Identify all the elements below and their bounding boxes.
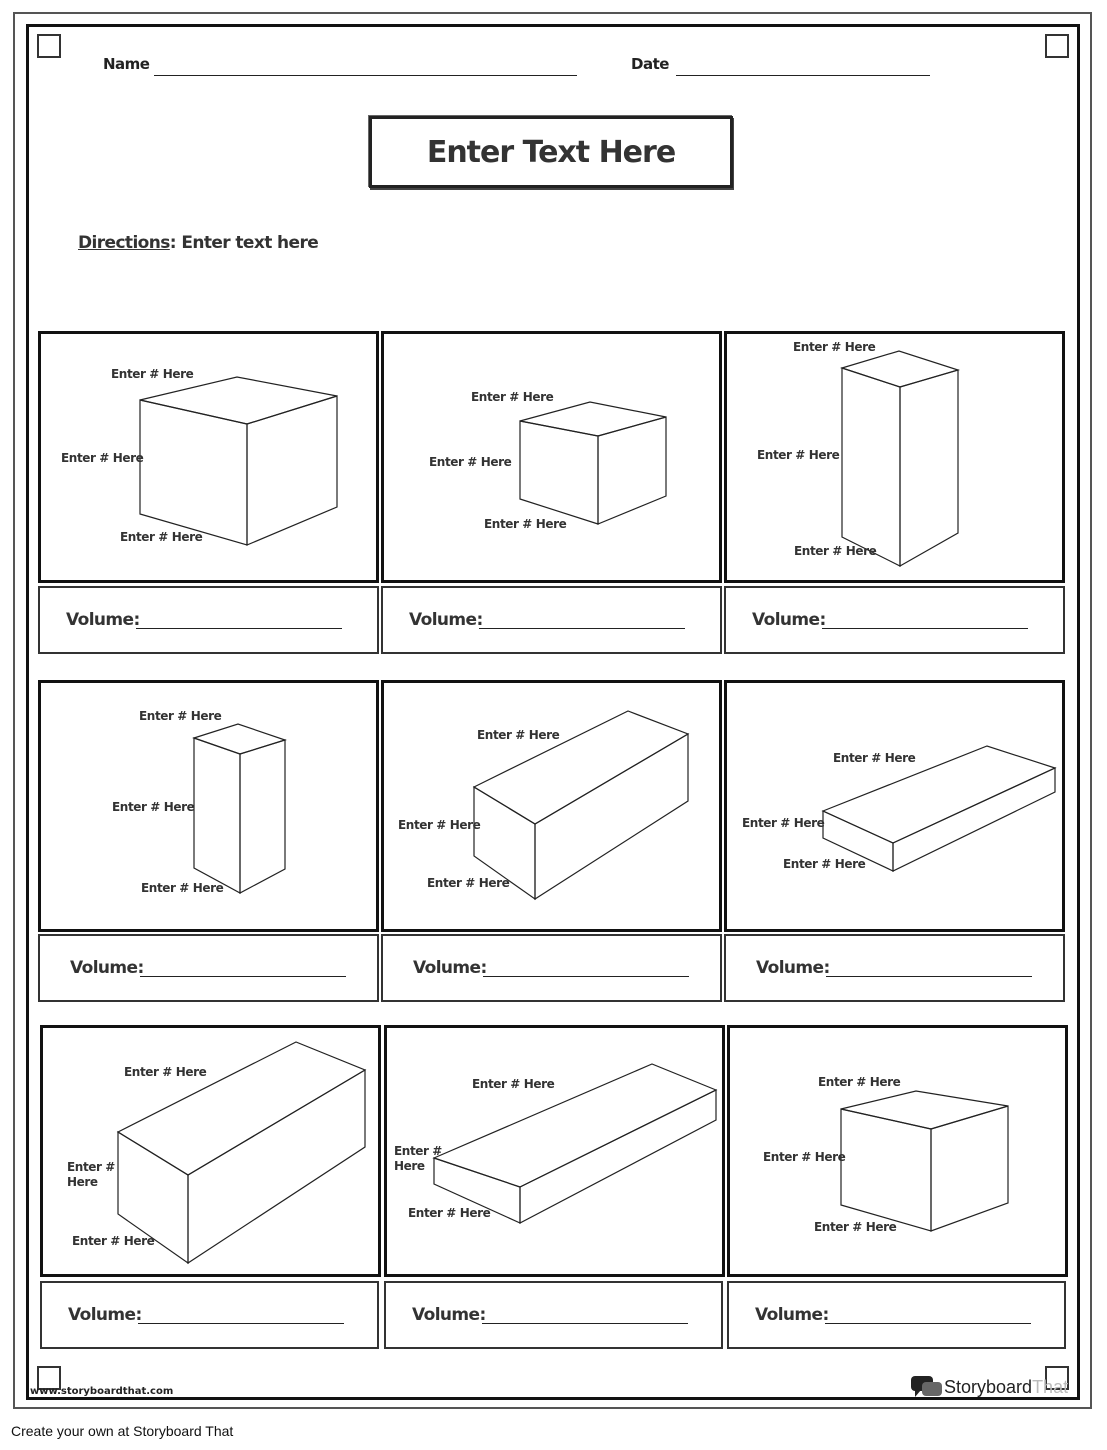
- name-label: Name: [103, 55, 150, 73]
- rectangular-prism-6: [821, 745, 1057, 872]
- dimension-label[interactable]: Enter # Here: [139, 709, 222, 723]
- volume-box-9[interactable]: Volume:: [727, 1281, 1066, 1349]
- rectangular-prism-3: [839, 350, 961, 568]
- brand-suffix: That: [1032, 1376, 1069, 1397]
- volume-box-8[interactable]: Volume:: [384, 1281, 723, 1349]
- volume-answer-line[interactable]: [479, 628, 685, 629]
- volume-answer-line[interactable]: [138, 1323, 344, 1324]
- volume-answer-line[interactable]: [140, 976, 346, 977]
- dimension-label[interactable]: Enter # Here: [429, 455, 512, 469]
- volume-answer-line[interactable]: [825, 1323, 1031, 1324]
- corner-box-bottom-right: [1045, 1366, 1069, 1390]
- volume-answer-line[interactable]: [822, 628, 1028, 629]
- rectangular-prism-2: [519, 401, 667, 525]
- dimension-label[interactable]: Enter # Here: [120, 530, 203, 544]
- corner-box-top-left: [37, 34, 61, 58]
- dimension-label[interactable]: Enter # Here: [757, 448, 840, 462]
- dimension-label[interactable]: Enter # Here: [472, 1077, 555, 1091]
- page-inner-border: [26, 24, 1080, 1400]
- dimension-label[interactable]: Enter # Here: [72, 1234, 155, 1248]
- dimension-label[interactable]: Enter # Here: [794, 544, 877, 558]
- volume-label: Volume:: [756, 958, 830, 978]
- shape-cell-6: Enter # Here Enter # Here Enter # Here: [724, 680, 1065, 932]
- volume-box-3[interactable]: Volume:: [724, 586, 1065, 654]
- volume-label: Volume:: [409, 610, 483, 630]
- directions: Directions: Enter text here: [78, 233, 319, 253]
- dimension-label[interactable]: Enter # Here: [742, 816, 825, 830]
- directions-text: : Enter text here: [169, 233, 319, 253]
- volume-box-2[interactable]: Volume:: [381, 586, 722, 654]
- page-outer-border: [13, 12, 1092, 1409]
- brand-main: Storyboard: [944, 1376, 1033, 1397]
- name-field-line[interactable]: [154, 75, 577, 76]
- dimension-label[interactable]: Enter # Here: [112, 800, 195, 814]
- rectangular-prism-1: [139, 376, 338, 546]
- volume-label: Volume:: [755, 1305, 829, 1325]
- date-field-line[interactable]: [676, 75, 930, 76]
- volume-box-4[interactable]: Volume:: [38, 934, 379, 1002]
- corner-box-top-right: [1045, 34, 1069, 58]
- title-box[interactable]: Enter Text Here: [369, 116, 733, 188]
- dimension-label[interactable]: Enter # Here: [141, 881, 224, 895]
- dimension-label[interactable]: Enter # Here: [484, 517, 567, 531]
- shape-cell-3: Enter # Here Enter # Here Enter # Here: [724, 331, 1065, 583]
- shape-cell-5: Enter # Here Enter # Here Enter # Here: [381, 680, 722, 932]
- volume-box-5[interactable]: Volume:: [381, 934, 722, 1002]
- dimension-label[interactable]: Enter # Here: [783, 857, 866, 871]
- dimension-label[interactable]: Enter # Here: [61, 451, 144, 465]
- dimension-label[interactable]: Enter # Here: [833, 751, 916, 765]
- rectangular-prism-4: [192, 723, 287, 895]
- credit-text[interactable]: Create your own at Storyboard That: [11, 1423, 234, 1439]
- shape-cell-9: Enter # Here Enter # Here Enter # Here: [727, 1025, 1068, 1277]
- volume-answer-line[interactable]: [826, 976, 1032, 977]
- speech-bubble-icon: [911, 1376, 942, 1397]
- corner-box-bottom-left: [37, 1366, 61, 1390]
- dimension-label[interactable]: Enter # Here: [394, 1144, 442, 1173]
- volume-answer-line[interactable]: [483, 976, 689, 977]
- dimension-label[interactable]: Enter # Here: [763, 1150, 846, 1164]
- dimension-label[interactable]: Enter # Here: [814, 1220, 897, 1234]
- shape-cell-1: Enter # Here Enter # Here Enter # Here: [38, 331, 379, 583]
- dimension-label[interactable]: Enter # Here: [427, 876, 510, 890]
- dimension-label[interactable]: Enter # Here: [111, 367, 194, 381]
- volume-answer-line[interactable]: [482, 1323, 688, 1324]
- dimension-label[interactable]: Enter # Here: [818, 1075, 901, 1089]
- volume-box-7[interactable]: Volume:: [40, 1281, 379, 1349]
- dimension-label[interactable]: Enter # Here: [398, 818, 481, 832]
- volume-box-6[interactable]: Volume:: [724, 934, 1065, 1002]
- rectangular-prism-5: [472, 710, 690, 901]
- dimension-label[interactable]: Enter # Here: [408, 1206, 491, 1220]
- dimension-label[interactable]: Enter # Here: [477, 728, 560, 742]
- dimension-label[interactable]: Enter # Here: [793, 340, 876, 354]
- volume-answer-line[interactable]: [136, 628, 342, 629]
- volume-label: Volume:: [412, 1305, 486, 1325]
- volume-label: Volume:: [66, 610, 140, 630]
- volume-label: Volume:: [413, 958, 487, 978]
- dimension-label[interactable]: Enter # Here: [67, 1160, 115, 1189]
- volume-box-1[interactable]: Volume:: [38, 586, 379, 654]
- directions-label: Directions: [78, 233, 170, 253]
- shape-cell-7: Enter # Here Enter # Here Enter # Here: [40, 1025, 381, 1277]
- date-label: Date: [631, 55, 669, 73]
- rectangular-prism-7: [116, 1041, 367, 1265]
- dimension-label[interactable]: Enter # Here: [124, 1065, 207, 1079]
- shape-cell-2: Enter # Here Enter # Here Enter # Here: [381, 331, 722, 583]
- rectangular-prism-9: [840, 1090, 1009, 1232]
- worksheet-title: Enter Text Here: [426, 134, 676, 170]
- storyboardthat-logo[interactable]: StoryboardThat: [910, 1374, 1068, 1400]
- volume-label: Volume:: [68, 1305, 142, 1325]
- rectangular-prism-8: [432, 1063, 718, 1224]
- volume-label: Volume:: [70, 958, 144, 978]
- shape-cell-4: Enter # Here Enter # Here Enter # Here: [38, 680, 379, 932]
- shape-cell-8: Enter # Here Enter # Here Enter # Here: [384, 1025, 725, 1277]
- footer-url[interactable]: www.storyboardthat.com: [30, 1386, 174, 1397]
- volume-label: Volume:: [752, 610, 826, 630]
- dimension-label[interactable]: Enter # Here: [471, 390, 554, 404]
